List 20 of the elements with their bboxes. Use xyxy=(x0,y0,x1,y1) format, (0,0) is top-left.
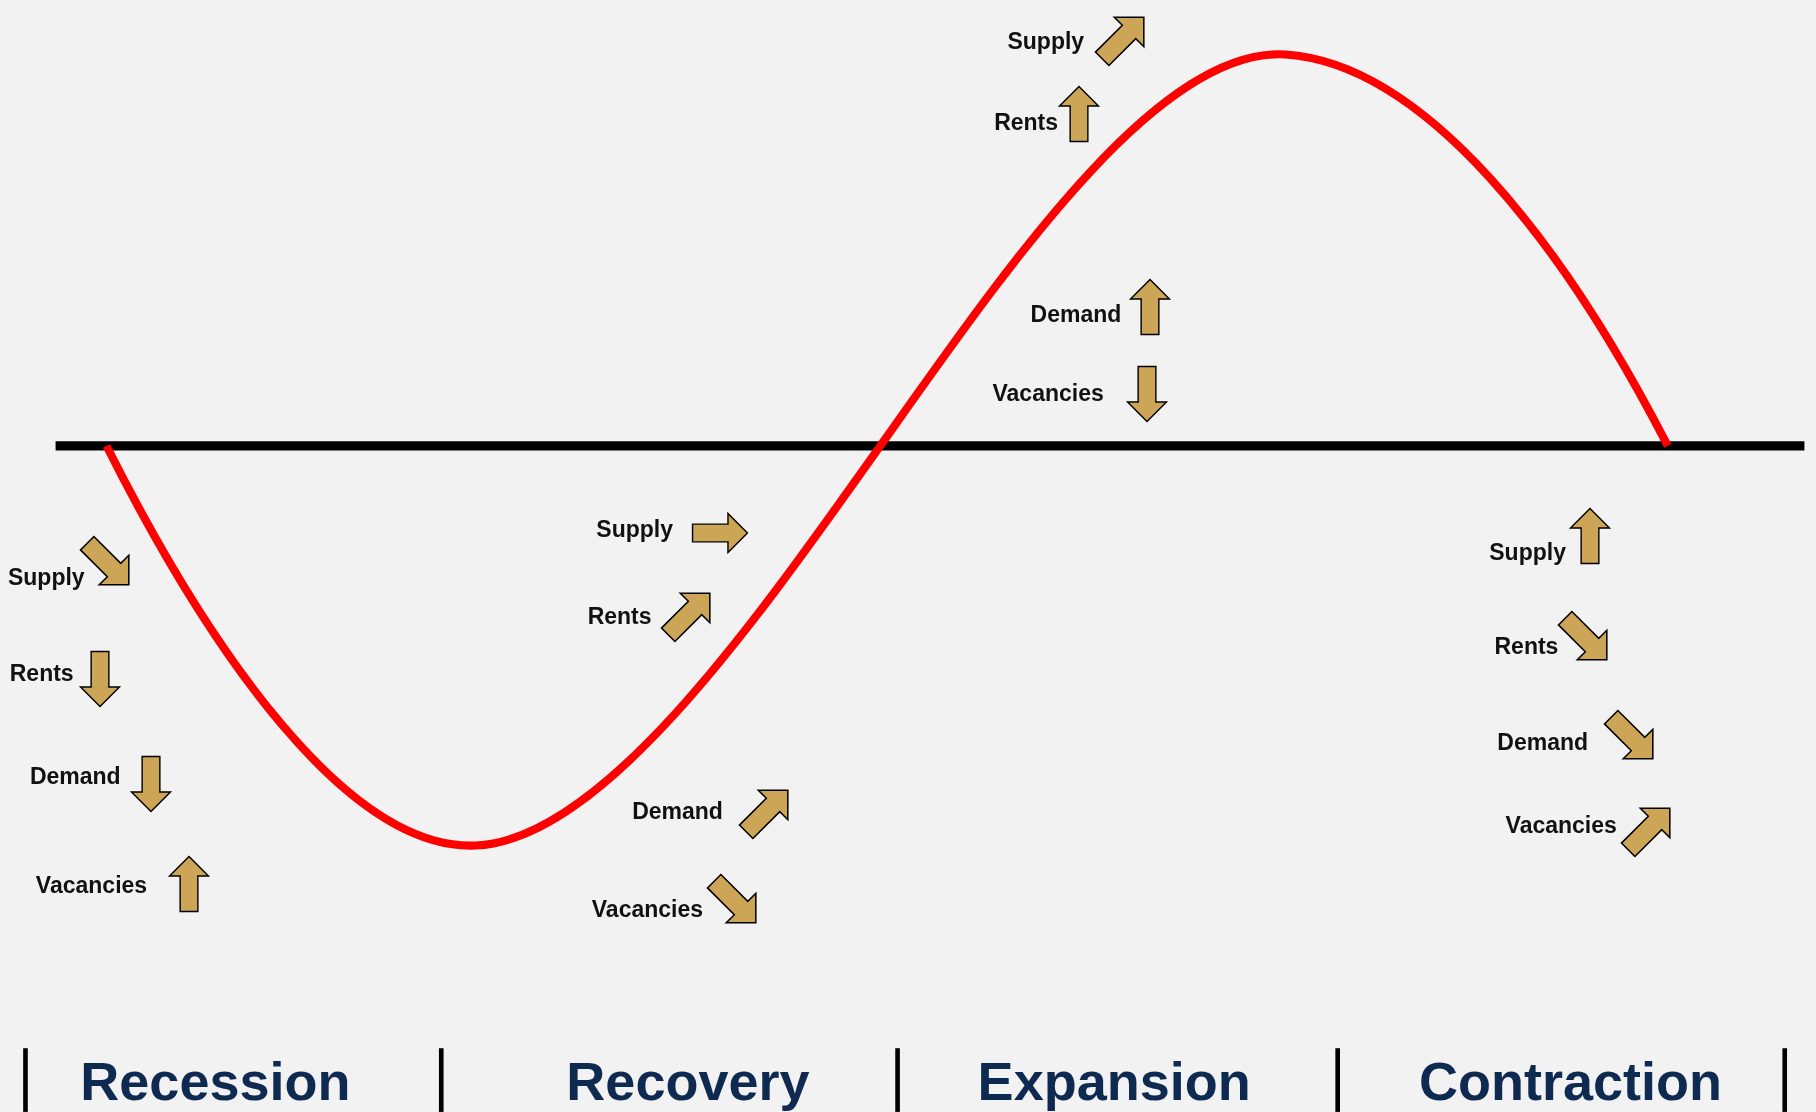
factor-label: Supply xyxy=(8,563,85,591)
factor-label: Demand xyxy=(29,762,121,790)
factor-label: Demand xyxy=(1497,728,1589,756)
factor-label: Rents xyxy=(994,108,1059,136)
factor-label: Rents xyxy=(587,602,652,630)
phase-label: Recovery xyxy=(566,1049,810,1112)
factor-label: Supply xyxy=(596,515,673,543)
factor-label: Supply xyxy=(1489,538,1566,566)
factor-label: Vacancies xyxy=(1505,811,1617,839)
factor-label: Demand xyxy=(1030,300,1122,328)
phase-label: Expansion xyxy=(977,1049,1251,1112)
factor-label: Rents xyxy=(1494,632,1559,660)
phase-label: Contraction xyxy=(1418,1049,1722,1112)
factor-label: Demand xyxy=(632,797,723,825)
factor-label: Supply xyxy=(1007,27,1085,55)
phase-label: Recession xyxy=(80,1049,351,1112)
factor-label: Vacancies xyxy=(35,871,148,899)
factor-label: Vacancies xyxy=(992,379,1104,407)
factor-label: Vacancies xyxy=(591,895,704,923)
factor-label: Rents xyxy=(9,659,74,687)
